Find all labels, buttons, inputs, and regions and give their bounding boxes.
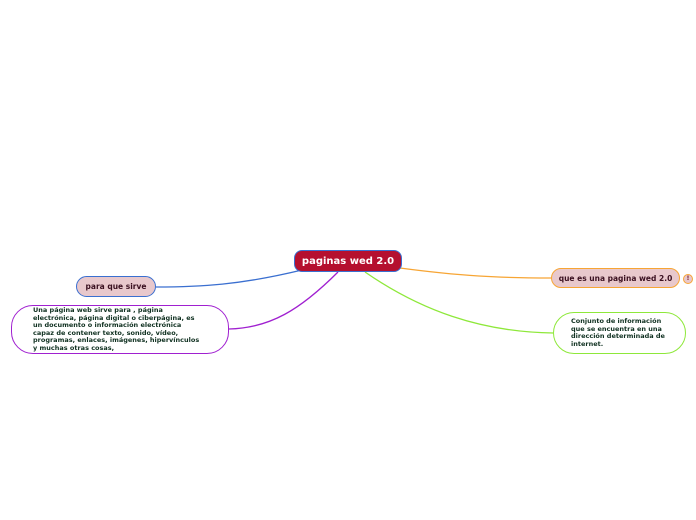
link-para-que-sirve [155, 269, 303, 288]
alert-badge-icon[interactable]: ! [683, 274, 693, 284]
central-topic-label: paginas wed 2.0 [301, 255, 395, 267]
subtopic-text: Conjunto de información que se encuentra… [571, 317, 665, 348]
link-que-es [399, 267, 552, 279]
subtopic-definition[interactable]: Una página web sirve para , página elect… [11, 305, 229, 354]
subtopic-text: Una página web sirve para , página elect… [33, 306, 200, 352]
link-conjunto [364, 271, 554, 334]
topic-label: para que sirve [85, 282, 147, 291]
central-topic[interactable]: paginas wed 2.0 [294, 250, 402, 272]
topic-que-es[interactable]: que es una pagina wed 2.0 [551, 268, 680, 288]
topic-para-que-sirve[interactable]: para que sirve [76, 276, 156, 297]
link-description [228, 271, 339, 330]
subtopic-conjunto[interactable]: Conjunto de información que se encuentra… [553, 312, 686, 354]
topic-label: que es una pagina wed 2.0 [558, 273, 673, 283]
